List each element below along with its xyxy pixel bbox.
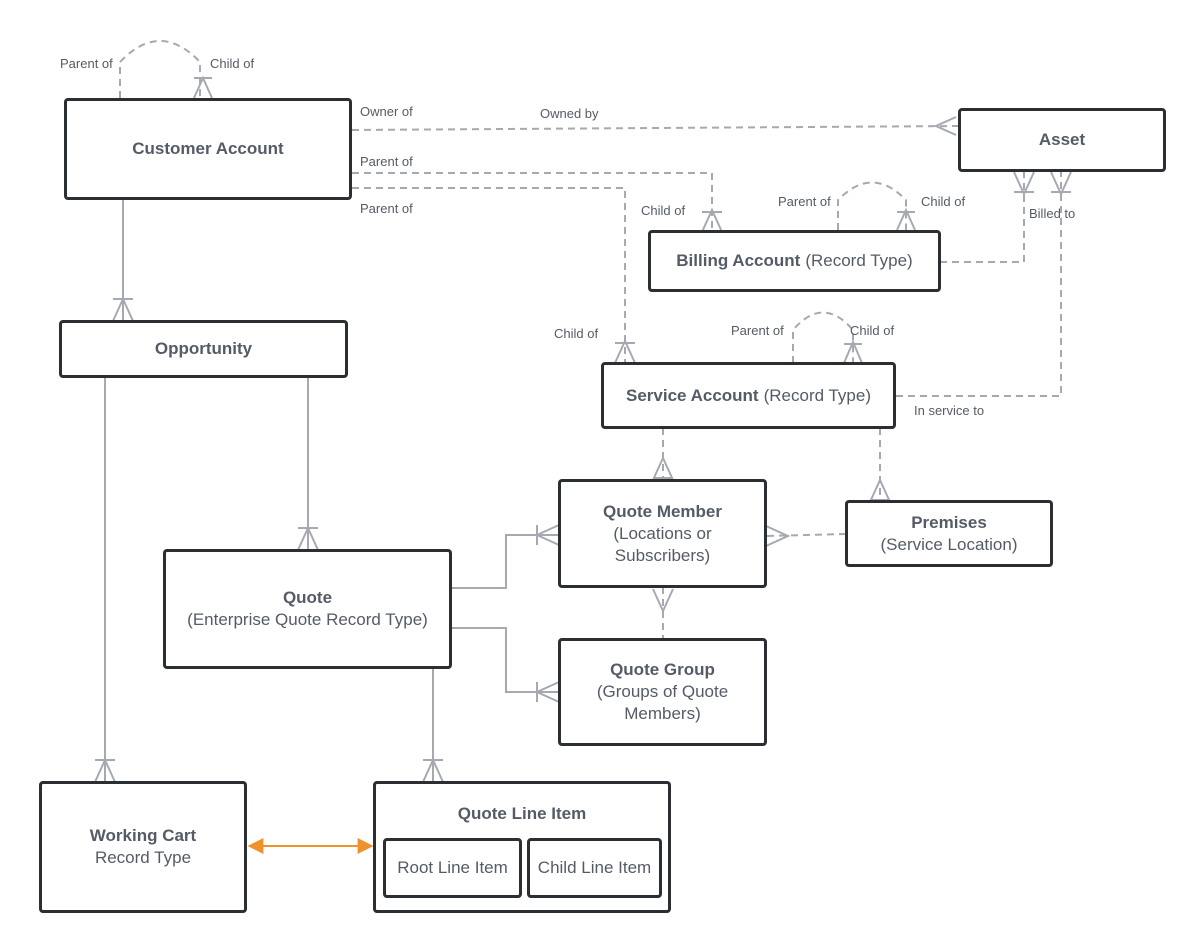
asset-box[interactable]: Asset — [958, 108, 1166, 172]
customer-account-title: Customer Account — [132, 139, 284, 158]
ca-parent-of-billing-label: Parent of — [360, 154, 413, 169]
quote-group-subtitle-1: (Groups of Quote — [596, 682, 729, 701]
owned-by-label: Owned by — [540, 106, 599, 121]
ca-child-of-self-label: Child of — [210, 56, 255, 71]
working-cart-box[interactable]: Working Cart Record Type — [39, 781, 247, 913]
child-line-item-label: Child Line Item — [537, 858, 652, 877]
billed-to-label: Billed to — [1029, 206, 1076, 221]
quote-group-relation — [452, 627, 559, 693]
service-child-of-label: Child of — [554, 326, 599, 341]
ca-asset-relation — [351, 125, 961, 131]
owner-of-label: Owner of — [360, 104, 413, 119]
billing-asset-relation — [940, 170, 1025, 263]
working-cart-title: Working Cart — [89, 826, 197, 845]
ca-parent-of-service-label: Parent of — [360, 201, 413, 216]
in-service-to-label: In service to — [914, 403, 985, 418]
quote-group-title: Quote Group — [610, 660, 715, 679]
quote-line-item-title: Quote Line Item — [457, 804, 587, 823]
premises-title: Premises — [911, 512, 987, 532]
quote-line-item-box[interactable]: Quote Line Item — [373, 781, 671, 913]
billing-account-title: Billing Account — [676, 251, 801, 270]
child-line-item-box[interactable]: Child Line Item — [527, 838, 662, 898]
premises-member-relation — [765, 533, 847, 537]
service-asset-relation — [896, 170, 1062, 397]
premises-box[interactable]: Premises (Service Location) — [845, 500, 1053, 567]
quote-group-subtitle-2: Members) — [624, 704, 701, 723]
quote-member-subtitle-1: (Locations or — [613, 523, 712, 543]
quote-member-title: Quote Member — [602, 501, 723, 521]
service-self-relation — [792, 311, 854, 363]
quote-member-relation — [452, 534, 559, 589]
customer-account-box[interactable]: Customer Account — [64, 98, 352, 200]
ca-self-relation — [119, 40, 201, 98]
ca-parent-of-self-label: Parent of — [60, 56, 113, 71]
premises-subtitle: (Service Location) — [880, 534, 1018, 554]
working-cart-subtitle: Record Type — [94, 848, 192, 867]
service-account-box[interactable]: Service Account (Record Type) — [601, 362, 896, 429]
billing-child-of-self-label: Child of — [921, 194, 966, 209]
asset-title: Asset — [1038, 130, 1086, 149]
billing-self-relation — [837, 181, 907, 230]
service-account-title: Service Account — [626, 385, 759, 405]
quote-member-subtitle-2: Subscribers) — [614, 545, 711, 565]
quote-group-box[interactable]: Quote Group (Groups of Quote Members) — [558, 638, 767, 746]
billing-child-of-label: Child of — [641, 203, 686, 218]
ca-service-relation — [352, 187, 626, 363]
quote-box[interactable]: Quote (Enterprise Quote Record Type) — [163, 549, 452, 669]
root-line-item-box[interactable]: Root Line Item — [383, 838, 522, 898]
quote-title: Quote — [282, 588, 333, 607]
service-parent-of-self-label: Parent of — [731, 323, 784, 338]
service-account-subtitle: (Record Type) — [763, 385, 871, 405]
billing-parent-of-self-label: Parent of — [778, 194, 831, 209]
root-line-item-label: Root Line Item — [397, 858, 508, 877]
billing-account-subtitle: (Record Type) — [805, 251, 913, 270]
opportunity-box[interactable]: Opportunity — [59, 320, 348, 378]
service-child-of-self-label: Child of — [850, 323, 895, 338]
billing-account-box[interactable]: Billing Account (Record Type) — [648, 230, 941, 292]
quote-member-box[interactable]: Quote Member (Locations or Subscribers) — [558, 479, 767, 588]
quote-subtitle: (Enterprise Quote Record Type) — [187, 610, 428, 629]
opportunity-title: Opportunity — [154, 339, 253, 358]
